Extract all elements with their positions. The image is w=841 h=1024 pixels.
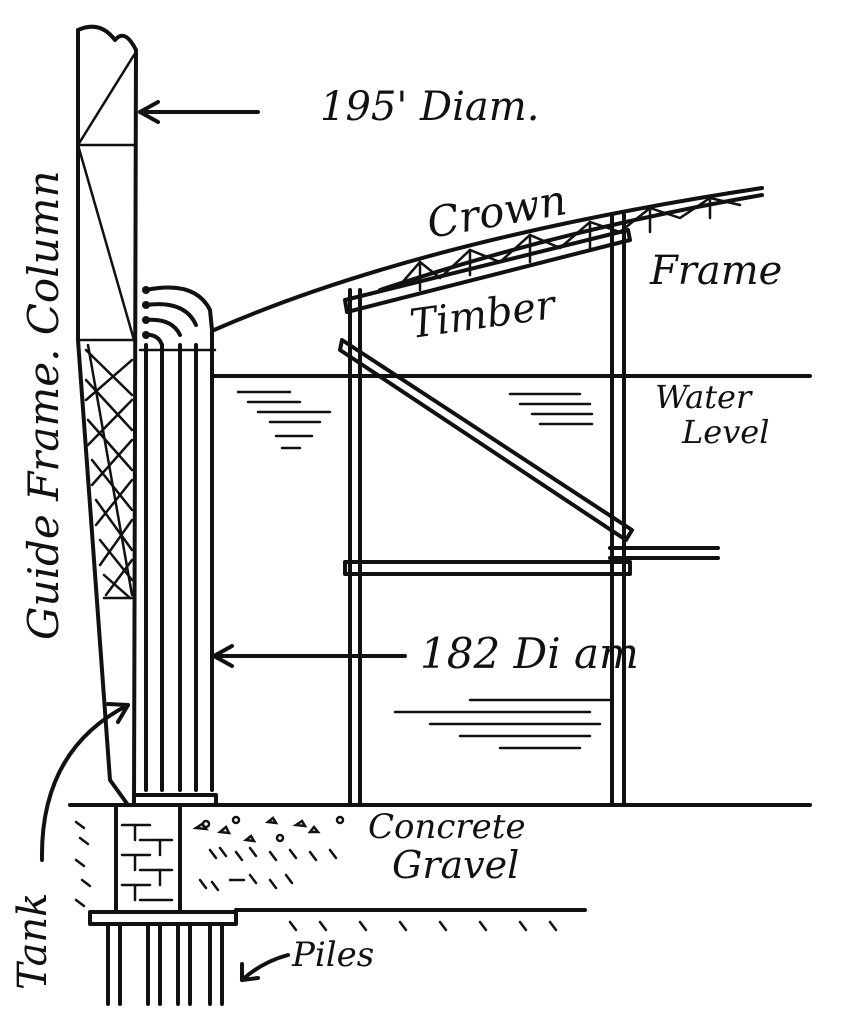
- holder-shell: [132, 285, 218, 807]
- tank-arrow: [39, 702, 130, 862]
- concrete-label: Concrete: [368, 807, 526, 847]
- piles-arrow: [240, 953, 290, 982]
- guide-frame-column: [76, 24, 138, 807]
- outer-diameter-label: 195' Diam.: [320, 84, 539, 130]
- diameter-182-arrow: [212, 644, 407, 668]
- water: [213, 374, 812, 750]
- tank-label: Tank: [10, 893, 56, 990]
- level-label: Level: [681, 413, 769, 451]
- water-label: Water: [655, 378, 753, 416]
- diameter-195-arrow: [138, 100, 260, 124]
- frame-label: Frame: [649, 248, 782, 294]
- gravel-label: Gravel: [392, 843, 519, 887]
- inner-diameter-label: 182 Di am: [420, 629, 639, 678]
- timber-frame: [338, 213, 720, 807]
- piles-label: Piles: [291, 935, 374, 975]
- guide-frame-column-label: Guide Frame. Column: [19, 170, 68, 640]
- foundation: [68, 803, 812, 1006]
